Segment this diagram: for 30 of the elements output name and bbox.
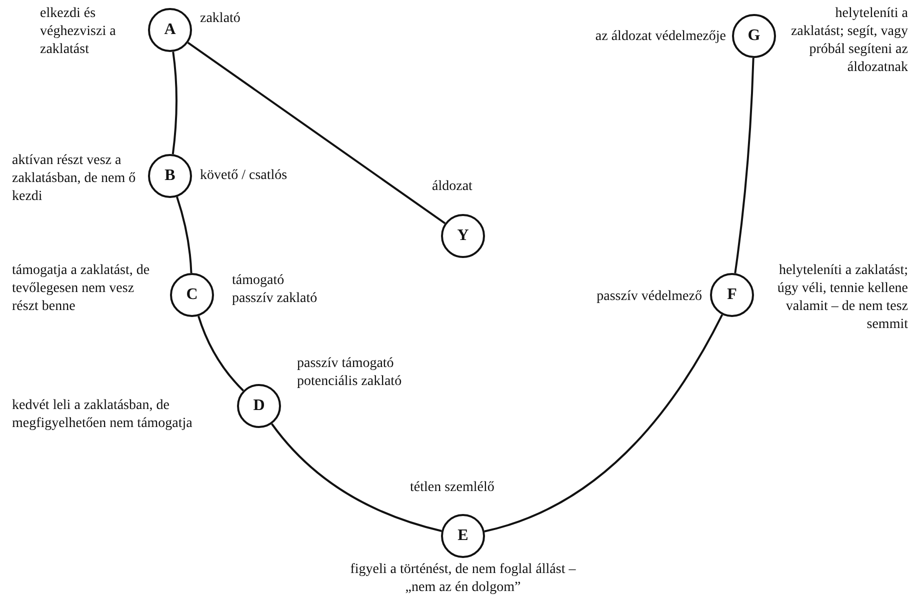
- letter-circle: B: [148, 154, 192, 198]
- letter-circle: C: [170, 273, 214, 317]
- role-label: zaklató: [200, 10, 242, 28]
- letter-circle: G: [732, 14, 776, 58]
- connector-line: [176, 196, 192, 274]
- connector-line: [187, 42, 446, 224]
- connector-line: [734, 58, 754, 274]
- connector-line: [198, 316, 244, 392]
- description-text: támogatja a zaklatást, de tevőlegesen nem vesz részt benne: [12, 262, 151, 316]
- connector-line: [172, 52, 178, 154]
- letter-circle: D: [237, 384, 281, 428]
- letter-circle: E: [441, 514, 485, 558]
- description-text: helyteleníti a zaklatást; segít, vagy próbál segíteni az áldozatnak: [790, 5, 908, 77]
- connector-line: [484, 314, 724, 532]
- description-text: kedvét leli a zaklatásban, de megfigyelhetően nem támogatja: [12, 397, 194, 433]
- description-text: elkezdi és véghezviszi a zaklatást: [40, 5, 117, 59]
- description-text: figyeli a történést, de nem foglal állást – „nem az én dolgom”: [349, 561, 577, 597]
- role-label: tétlen szemlélő: [410, 479, 496, 497]
- description-text: aktívan részt vesz a zaklatásban, de nem ő kezdi: [12, 152, 137, 206]
- role-label: támogató passzív zaklató: [232, 272, 318, 308]
- description-text: helyteleníti a zaklatást; úgy véli, tennie kellene valamit – de nem tesz semmit: [776, 262, 908, 334]
- role-label: áldozat: [432, 178, 474, 196]
- role-label: az áldozat védelmezője: [594, 28, 726, 46]
- letter-circle: F: [710, 273, 754, 317]
- role-label: passzív védelmező: [596, 288, 702, 306]
- connector-line: [271, 423, 442, 532]
- role-label: passzív támogató potenciális zaklató: [297, 355, 403, 391]
- letter-circle: Y: [441, 214, 485, 258]
- role-label: követő / csatlós: [200, 167, 288, 185]
- letter-circle: A: [148, 8, 192, 52]
